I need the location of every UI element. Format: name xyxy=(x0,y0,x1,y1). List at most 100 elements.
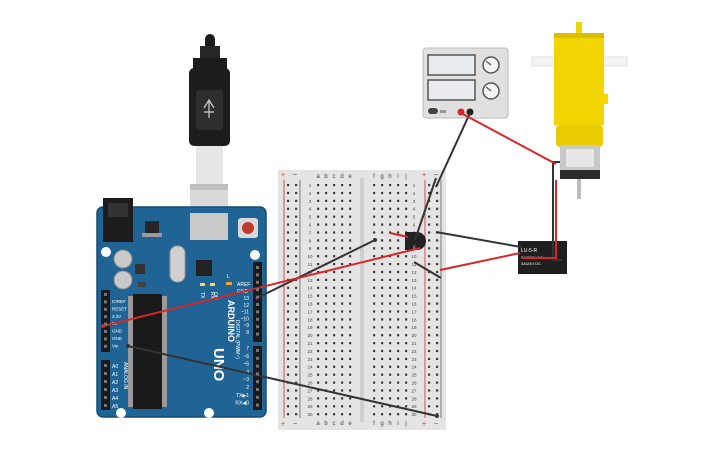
rail-hole[interactable] xyxy=(295,302,298,305)
wire-relay-to-motor[interactable] xyxy=(552,161,562,261)
rail-hole[interactable] xyxy=(295,263,298,266)
rail-hole[interactable] xyxy=(428,405,431,408)
rail-hole[interactable] xyxy=(428,223,431,226)
breadboard-hole[interactable] xyxy=(397,357,400,360)
breadboard-hole[interactable] xyxy=(397,397,400,400)
breadboard-hole[interactable] xyxy=(405,349,408,353)
breadboard-hole[interactable] xyxy=(349,365,352,368)
breadboard-hole[interactable] xyxy=(317,270,320,274)
breadboard-hole[interactable] xyxy=(381,286,384,289)
rail-hole[interactable] xyxy=(428,247,431,250)
breadboard-hole[interactable] xyxy=(325,365,328,368)
rail-hole[interactable] xyxy=(428,302,431,305)
breadboard-hole[interactable] xyxy=(397,342,400,345)
breadboard-hole[interactable] xyxy=(325,342,328,345)
breadboard-hole[interactable] xyxy=(405,318,408,321)
breadboard-hole[interactable] xyxy=(389,294,392,297)
breadboard-hole[interactable] xyxy=(341,365,344,368)
rail-hole[interactable] xyxy=(436,286,439,289)
rail-hole[interactable] xyxy=(295,310,298,313)
breadboard-hole[interactable] xyxy=(389,381,392,384)
breadboard-hole[interactable] xyxy=(397,381,400,384)
breadboard-hole[interactable] xyxy=(389,231,392,234)
rail-hole[interactable] xyxy=(428,310,431,313)
breadboard-hole[interactable] xyxy=(317,239,320,242)
rail-hole[interactable] xyxy=(295,239,298,242)
rail-hole[interactable] xyxy=(436,357,439,360)
rail-hole[interactable] xyxy=(287,413,290,416)
breadboard-hole[interactable] xyxy=(405,310,408,313)
breadboard-hole[interactable] xyxy=(341,413,344,416)
breadboard-hole[interactable] xyxy=(341,373,344,376)
rail-hole[interactable] xyxy=(428,207,431,210)
breadboard-hole[interactable] xyxy=(341,357,344,360)
breadboard-hole[interactable] xyxy=(325,294,328,297)
breadboard-hole[interactable] xyxy=(349,215,352,218)
rail-hole[interactable] xyxy=(436,381,439,384)
breadboard-hole[interactable] xyxy=(341,191,344,195)
breadboard-hole[interactable] xyxy=(373,381,376,384)
rail-hole[interactable] xyxy=(295,278,298,281)
breadboard-hole[interactable] xyxy=(405,199,408,202)
breadboard-hole[interactable] xyxy=(325,334,328,337)
breadboard-hole[interactable] xyxy=(405,255,408,258)
header-pin[interactable] xyxy=(256,332,259,336)
rail-hole[interactable] xyxy=(287,239,290,242)
breadboard-hole[interactable] xyxy=(405,223,408,226)
rail-hole[interactable] xyxy=(287,263,290,266)
rail-hole[interactable] xyxy=(436,342,439,345)
breadboard-hole[interactable] xyxy=(389,191,392,195)
breadboard-hole[interactable] xyxy=(317,357,320,360)
rail-hole[interactable] xyxy=(295,207,298,210)
wire-gnd-rail-to-transistor[interactable] xyxy=(414,177,437,241)
breadboard-hole[interactable] xyxy=(405,365,408,368)
wire-psu-pos-to-motor[interactable] xyxy=(460,112,557,165)
breadboard-hole[interactable] xyxy=(349,239,352,242)
breadboard-hole[interactable] xyxy=(389,286,392,289)
rail-hole[interactable] xyxy=(287,294,290,297)
rail-hole[interactable] xyxy=(295,405,298,408)
breadboard-hole[interactable] xyxy=(373,349,376,353)
rail-hole[interactable] xyxy=(436,389,439,392)
breadboard-hole[interactable] xyxy=(349,413,352,416)
wire-rail-to-relay[interactable] xyxy=(439,252,521,271)
breadboard-hole[interactable] xyxy=(381,381,384,384)
header-pin[interactable] xyxy=(256,403,259,407)
breadboard-hole[interactable] xyxy=(325,278,328,281)
breadboard-hole[interactable] xyxy=(341,302,344,305)
breadboard-hole[interactable] xyxy=(333,334,336,337)
rail-hole[interactable] xyxy=(287,405,290,408)
breadboard-hole[interactable] xyxy=(341,239,344,242)
breadboard-hole[interactable] xyxy=(373,318,376,321)
breadboard-hole[interactable] xyxy=(349,342,352,345)
breadboard-hole[interactable] xyxy=(381,255,384,258)
breadboard-hole[interactable] xyxy=(381,334,384,337)
breadboard-hole[interactable] xyxy=(333,223,336,226)
breadboard-hole[interactable] xyxy=(397,294,400,297)
breadboard-hole[interactable] xyxy=(349,191,352,195)
rail-hole[interactable] xyxy=(287,365,290,368)
rail-hole[interactable] xyxy=(436,199,439,202)
breadboard-hole[interactable] xyxy=(397,255,400,258)
breadboard-hole[interactable] xyxy=(397,231,400,234)
breadboard-hole[interactable] xyxy=(373,263,376,266)
rail-hole[interactable] xyxy=(428,349,431,353)
breadboard-hole[interactable] xyxy=(349,326,352,329)
header-pin[interactable] xyxy=(104,396,107,399)
breadboard-hole[interactable] xyxy=(325,286,328,289)
rail-hole[interactable] xyxy=(436,255,439,258)
breadboard-hole[interactable] xyxy=(381,397,384,400)
breadboard-hole[interactable] xyxy=(317,302,320,305)
rail-hole[interactable] xyxy=(436,334,439,337)
breadboard-hole[interactable] xyxy=(325,318,328,321)
breadboard-hole[interactable] xyxy=(381,365,384,368)
breadboard-hole[interactable] xyxy=(317,215,320,218)
breadboard-hole[interactable] xyxy=(349,318,352,321)
rail-hole[interactable] xyxy=(295,326,298,329)
dc-motor-icon[interactable] xyxy=(531,22,628,199)
breadboard-hole[interactable] xyxy=(397,389,400,392)
rail-hole[interactable] xyxy=(436,302,439,305)
breadboard-hole[interactable] xyxy=(317,184,320,187)
breadboard-hole[interactable] xyxy=(333,349,336,353)
breadboard-hole[interactable] xyxy=(397,334,400,337)
